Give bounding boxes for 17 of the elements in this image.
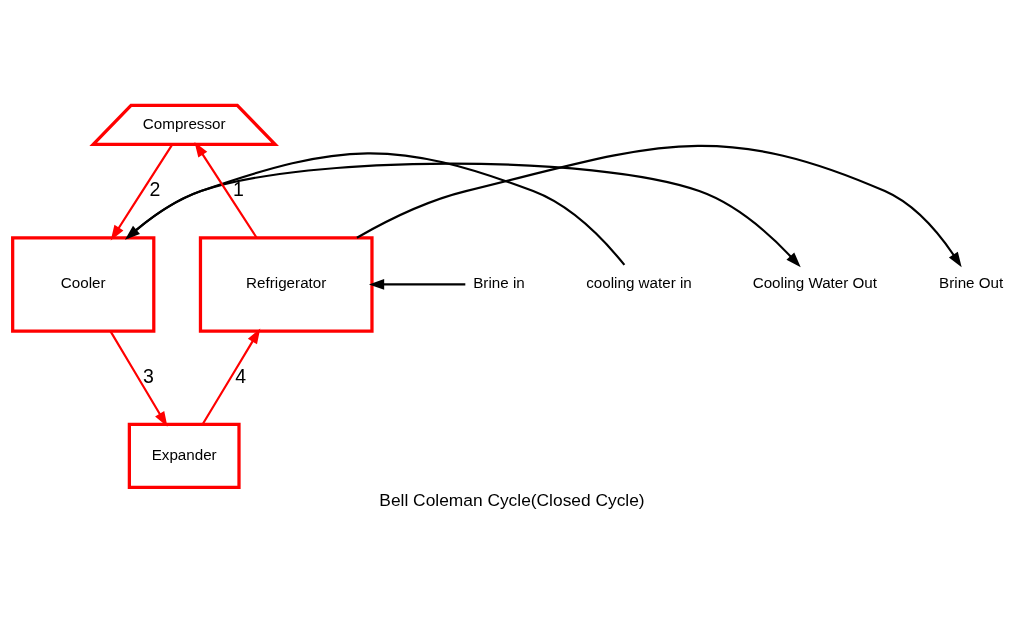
caption: Bell Coleman Cycle(Closed Cycle): [379, 489, 645, 510]
node-box: Expander: [127, 422, 241, 490]
node-text: Brine in: [473, 274, 525, 292]
arrow: [201, 328, 261, 425]
arrow: [368, 279, 466, 290]
node-text: Cooling Water Out: [752, 274, 878, 292]
arrow: [109, 330, 168, 427]
node-box: Cooler: [11, 236, 156, 333]
node-text: Brine Out: [939, 274, 1004, 292]
edge-label: 1: [233, 177, 244, 200]
node-text: cooling water in: [586, 274, 692, 292]
edge-label: 2: [149, 177, 161, 200]
edge-label: 3: [142, 364, 154, 387]
arrow: [356, 144, 962, 268]
node-box: Refrigerator: [198, 236, 374, 333]
edge-label: 4: [235, 364, 247, 387]
arrow: [194, 141, 258, 239]
